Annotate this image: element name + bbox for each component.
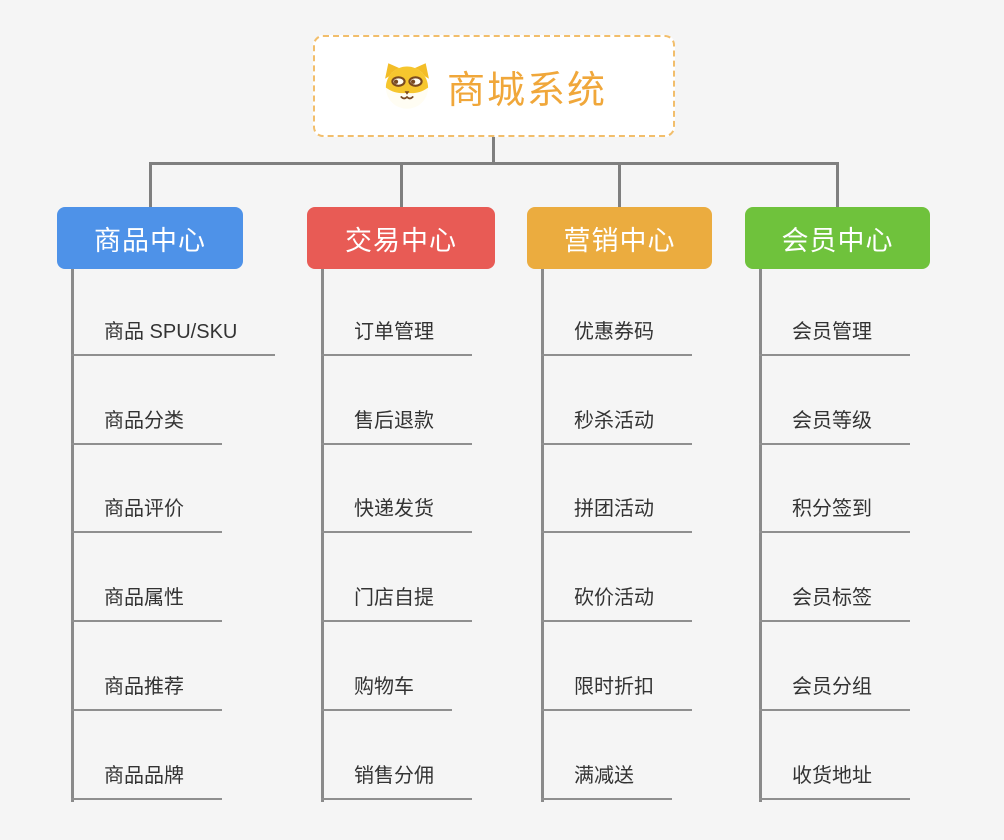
leaf-node[interactable]: 收货地址 (759, 762, 910, 800)
branch-trunk-connector (541, 269, 544, 802)
leaf-node[interactable]: 销售分佣 (321, 762, 472, 800)
root-title: 商城系统 (446, 69, 607, 112)
leaf-node[interactable]: 会员等级 (759, 407, 910, 445)
leaf-node[interactable]: 砍价活动 (541, 584, 692, 623)
branch-trunk-connector (759, 269, 762, 802)
leaf-node[interactable]: 商品推荐 (71, 673, 222, 711)
leaf-node[interactable]: 商品 SPU/SKU (71, 318, 276, 356)
branch-trunk-connector (71, 269, 74, 802)
leaf-node[interactable]: 售后退款 (321, 407, 472, 445)
branch-stem-connector (836, 162, 839, 208)
leaf-node[interactable]: 满减送 (541, 762, 672, 800)
horizontal-connector (149, 162, 839, 165)
leaf-node[interactable]: 快递发货 (321, 495, 472, 534)
branch-stem-connector (148, 162, 152, 208)
branch-node[interactable]: 商品中心 (57, 207, 243, 269)
leaf-node[interactable]: 订单管理 (321, 318, 472, 356)
leaf-node[interactable]: 商品分类 (71, 407, 222, 445)
branch-node[interactable]: 营销中心 (527, 207, 712, 269)
leaf-node[interactable]: 商品评价 (71, 495, 222, 534)
leaf-node[interactable]: 积分签到 (759, 495, 910, 534)
leaf-node[interactable]: 秒杀活动 (541, 407, 692, 445)
leaf-node[interactable]: 会员分组 (759, 673, 910, 711)
leaf-node[interactable]: 限时折扣 (541, 673, 692, 711)
branch-trunk-connector (321, 269, 324, 802)
leaf-node[interactable]: 购物车 (321, 673, 452, 711)
leaf-node[interactable]: 会员管理 (759, 318, 910, 356)
branch-node[interactable]: 交易中心 (307, 207, 495, 269)
branch-node[interactable]: 会员中心 (745, 207, 930, 269)
leaf-node[interactable]: 门店自提 (321, 584, 472, 623)
leaf-node[interactable]: 拼团活动 (541, 495, 692, 534)
branch-stem-connector (618, 162, 621, 208)
branch-stem-connector (399, 162, 403, 208)
leaf-node[interactable]: 优惠券码 (541, 318, 692, 356)
leaf-node[interactable]: 商品属性 (71, 584, 222, 623)
leaf-node[interactable]: 商品品牌 (71, 762, 222, 800)
root-node-mall-system[interactable]: 商城系统 (313, 35, 675, 137)
dog-face-icon (385, 63, 429, 109)
root-stem-connector (492, 137, 495, 162)
leaf-node[interactable]: 会员标签 (759, 584, 910, 623)
